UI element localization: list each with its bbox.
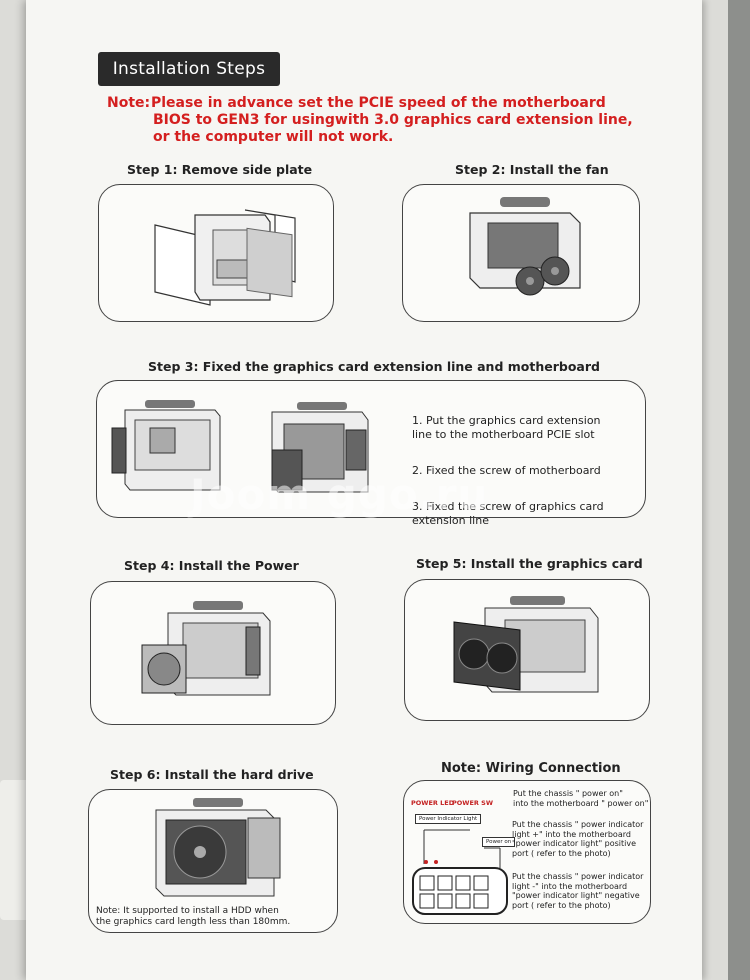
step-1-title: Step 1: Remove side plate — [127, 162, 313, 177]
note-line-1: Please in advance set the PCIE speed of … — [151, 95, 606, 111]
note-line-3: or the computer will not work. — [153, 129, 394, 145]
wiring-text-1: Put the chassis " power on" into the mot… — [513, 789, 649, 808]
note-line-2: BIOS to GEN3 for usingwith 3.0 graphics … — [153, 112, 633, 128]
remove-side-plate-illustration — [145, 200, 305, 310]
step-3-instructions: 1. Put the graphics card extension line … — [412, 400, 632, 550]
watermark: Joom ggo.ru — [190, 470, 489, 519]
power-indicator-box: Power Indicator Light — [415, 814, 482, 824]
wiring-title: Note: Wiring Connection — [441, 761, 621, 776]
wiring-text-2: Put the chassis " power indicator light … — [512, 820, 644, 858]
install-graphics-card-illustration — [450, 592, 610, 704]
step-6-title: Step 6: Install the hard drive — [110, 767, 314, 782]
power-sw-label: POWER SW — [452, 799, 494, 807]
install-fan-illustration — [460, 193, 590, 311]
left-paper-edge — [0, 780, 30, 920]
power-led-label: POWER LED — [411, 799, 455, 807]
step-3-item-2: 2. Fixed the screw of motherboard — [412, 464, 601, 477]
step-4-title: Step 4: Install the Power — [124, 558, 299, 573]
motherboard-illustration-1 — [110, 398, 230, 498]
power-on-box: Power on — [482, 837, 516, 847]
hdd-note: Note: It supported to install a HDD when… — [96, 906, 291, 927]
step-2-title: Step 2: Install the fan — [455, 162, 609, 177]
wiring-text-3: Put the chassis " power indicator light … — [512, 872, 644, 910]
note-label: Note: — [107, 95, 151, 111]
step-3-item-1: 1. Put the graphics card extension line … — [412, 414, 601, 441]
wiring-diagram — [410, 822, 510, 920]
step-5-title: Step 5: Install the graphics card — [416, 556, 643, 571]
step-3-title: Step 3: Fixed the graphics card extensio… — [148, 359, 600, 374]
install-power-illustration — [138, 595, 278, 707]
install-hard-drive-illustration — [148, 796, 288, 904]
page-title: Installation Steps — [98, 52, 280, 86]
motherboard-illustration-2 — [262, 400, 382, 500]
step-3-item-3: 3. Fixed the screw of graphics card exte… — [412, 500, 604, 527]
bios-note: Note:Please in advance set the PCIE spee… — [107, 95, 667, 146]
